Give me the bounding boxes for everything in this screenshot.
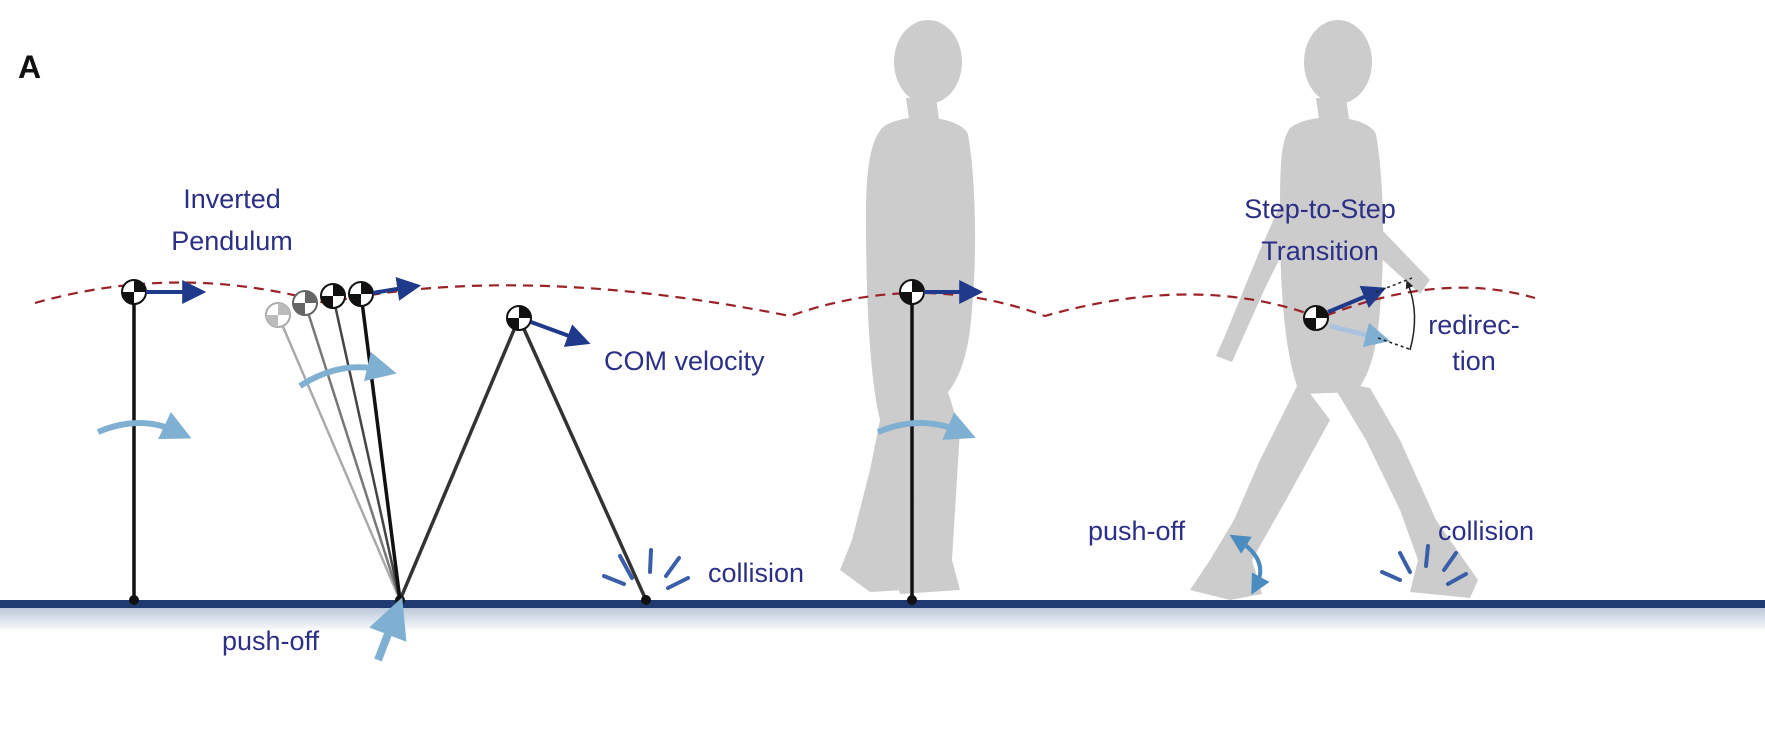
redirection-vectors <box>1303 277 1416 351</box>
redirected-velocity-arrow <box>1329 322 1391 348</box>
label-push-off-right: push-off <box>1088 516 1186 546</box>
com-velocity-arrow <box>530 320 591 347</box>
human-silhouette-midstance <box>840 20 976 594</box>
label-step-to-step-2: Transition <box>1261 236 1379 266</box>
double-support-legs <box>395 305 651 605</box>
rotation-arrow <box>96 412 192 440</box>
label-inverted-pendulum-2: Pendulum <box>171 226 293 256</box>
com-velocity-arrow <box>1327 285 1387 314</box>
human-silhouette-step-transition <box>1190 20 1478 600</box>
label-redirection-2: tion <box>1452 346 1496 376</box>
silhouette-stance-leg <box>876 279 984 605</box>
com-velocity-arrow <box>372 277 422 301</box>
label-step-to-step-1: Step-to-Step <box>1244 194 1396 224</box>
label-collision-left: collision <box>708 558 804 588</box>
rotation-arrow <box>298 351 397 389</box>
label-com-velocity: COM velocity <box>604 346 765 376</box>
label-collision-right: collision <box>1438 516 1534 546</box>
label-redirection-1: redirec- <box>1428 310 1520 340</box>
pendulum-fan <box>265 277 422 601</box>
ground-shadow <box>0 606 1765 632</box>
redirection-angle-arrow <box>1405 280 1416 351</box>
rotation-arrow <box>876 412 976 440</box>
inverted-pendulum-stance <box>96 279 207 605</box>
collision-marks-left <box>602 548 690 590</box>
push-off-arrow <box>369 597 407 662</box>
ground-line <box>0 600 1765 608</box>
push-off-rotation-arrow <box>1229 534 1270 595</box>
collision-marks-right <box>1380 544 1468 586</box>
panel-label: A <box>18 49 41 85</box>
label-push-off-bottom: push-off <box>222 626 320 656</box>
label-inverted-pendulum-1: Inverted <box>183 184 281 214</box>
